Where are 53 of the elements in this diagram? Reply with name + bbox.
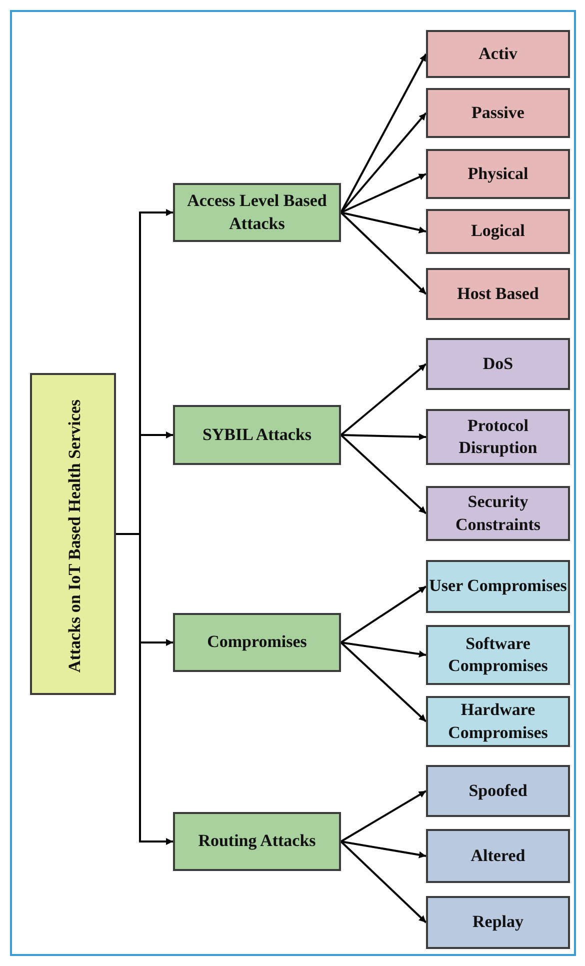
- arrow: [340, 642, 427, 722]
- leaf-box: [426, 268, 570, 320]
- leaf-box: [426, 209, 570, 254]
- arrow: [340, 212, 427, 295]
- arrow: [340, 586, 427, 644]
- leaf-box: [426, 829, 570, 883]
- arrow: [340, 54, 427, 213]
- node-label: Compromises: [207, 631, 307, 654]
- node-label: Hardware Compromises: [447, 699, 549, 744]
- arrow: [340, 434, 427, 514]
- category-box: [173, 405, 341, 465]
- arrow: [340, 433, 426, 440]
- node-label: Activ: [478, 42, 518, 65]
- node-label: Logical: [471, 220, 525, 242]
- leaf-box: [426, 696, 570, 747]
- node-label: Protocol Disruption: [458, 414, 538, 459]
- leaf-box: [426, 625, 570, 685]
- node-label: User Compromises: [429, 575, 567, 598]
- category-box: [173, 812, 341, 871]
- node-label: Software Compromises: [447, 632, 549, 677]
- leaf-box: [426, 88, 570, 138]
- arrow: [116, 533, 173, 845]
- node-label: Access Level Based Attacks: [186, 190, 328, 234]
- arrow: [340, 790, 427, 842]
- leaf-box: [426, 896, 570, 949]
- leaf-box: [426, 765, 570, 817]
- leaf-box: [426, 560, 570, 613]
- node-label: Replay: [472, 911, 524, 934]
- leaf-box: [426, 30, 570, 78]
- category-box: [173, 613, 341, 672]
- node-label: SYBIL Attacks: [202, 424, 312, 446]
- leaf-box: [426, 486, 570, 541]
- node-label: Routing Attacks: [198, 830, 316, 852]
- node-label: Physical: [468, 162, 528, 185]
- leaf-box: [426, 409, 570, 465]
- leaf-box: [426, 149, 570, 199]
- node-label: Passive: [472, 102, 524, 124]
- node-label: Altered: [470, 844, 526, 867]
- arrow: [340, 173, 426, 214]
- arrow: [340, 840, 426, 858]
- node-label: Spoofed: [468, 780, 528, 802]
- root-box: [30, 373, 116, 695]
- arrow: [340, 363, 427, 436]
- node-label: Attacks on IoT Based Health Services: [64, 398, 85, 675]
- arrow: [340, 840, 427, 924]
- node-label: Host Based: [457, 282, 539, 305]
- node-label: Security Constraints: [454, 491, 542, 536]
- arrow: [340, 112, 427, 214]
- arrow: [340, 212, 426, 234]
- category-box: [173, 183, 341, 242]
- node-label: DoS: [482, 352, 514, 375]
- arrow: [340, 642, 426, 658]
- leaf-box: [426, 338, 570, 390]
